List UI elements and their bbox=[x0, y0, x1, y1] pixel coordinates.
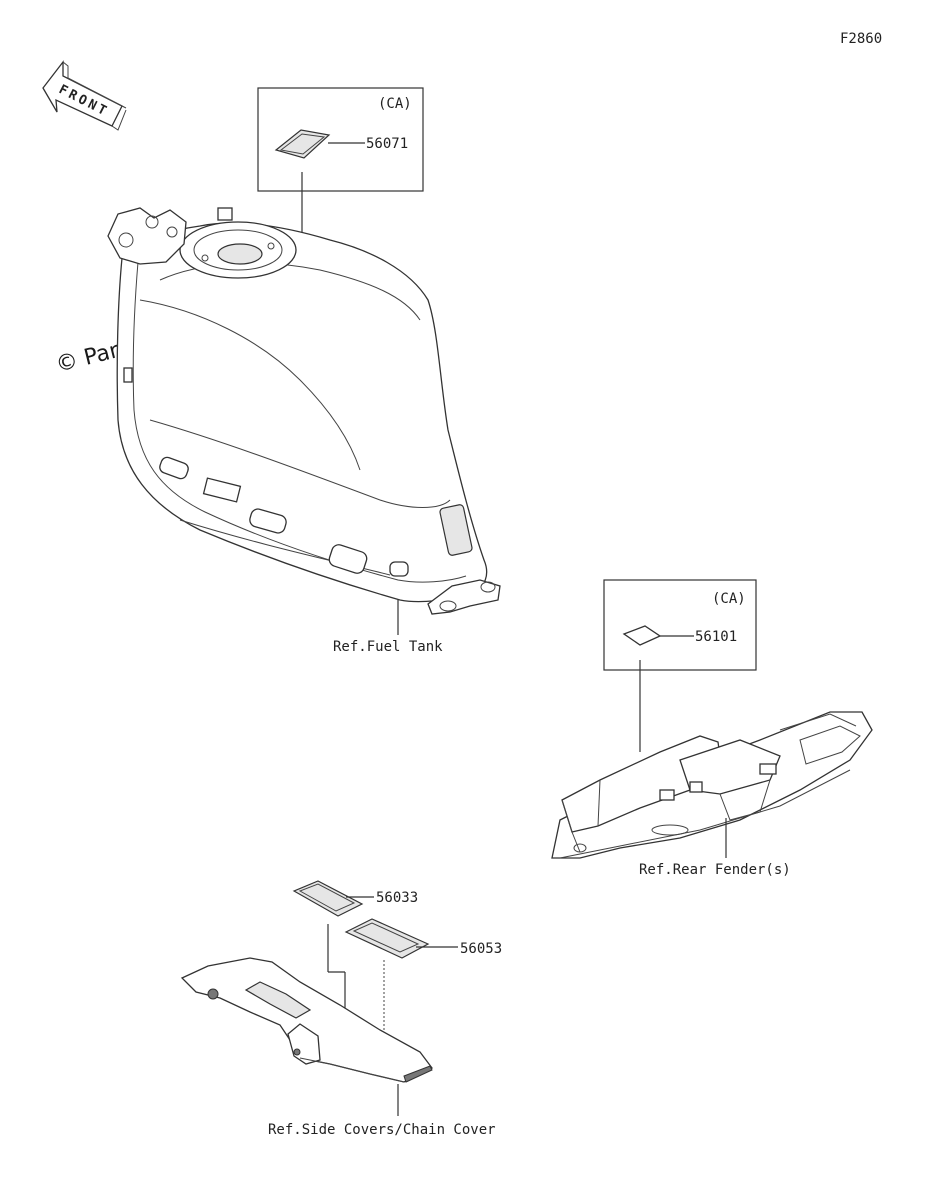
ca-callout-box-2 bbox=[603, 579, 757, 671]
diagram-code: F2860 bbox=[840, 31, 882, 47]
ref-chain-cover: Ref.Side Covers/Chain Cover bbox=[268, 1122, 496, 1138]
rear-fender-group: (CA) 56101 Ref.Rear Fender(s) bbox=[551, 579, 873, 878]
label-56101 bbox=[622, 625, 662, 646]
front-arrow-icon: FRONT bbox=[42, 60, 127, 131]
chain-cover-illustration bbox=[180, 957, 433, 1083]
ca-callout-box bbox=[257, 87, 424, 192]
region-tag-2: (CA) bbox=[712, 591, 746, 607]
label-56033 bbox=[292, 880, 364, 917]
ref-rear-fender: Ref.Rear Fender(s) bbox=[639, 862, 791, 878]
fuel-tank-group: (CA) 56071 bbox=[107, 87, 501, 655]
rear-fender-illustration bbox=[551, 711, 873, 859]
part-number-56053: 56053 bbox=[460, 941, 502, 957]
label-56053 bbox=[344, 918, 430, 959]
ref-fuel-tank: Ref.Fuel Tank bbox=[333, 639, 443, 655]
chain-cover-group: 56033 56053 Ref.Side Covers/Chain Cover bbox=[180, 880, 502, 1138]
region-tag: (CA) bbox=[378, 96, 412, 112]
part-number-56071: 56071 bbox=[366, 136, 408, 152]
part-number-56101: 56101 bbox=[695, 629, 737, 645]
part-number-56033: 56033 bbox=[376, 890, 418, 906]
fuel-tank-illustration bbox=[107, 207, 501, 615]
